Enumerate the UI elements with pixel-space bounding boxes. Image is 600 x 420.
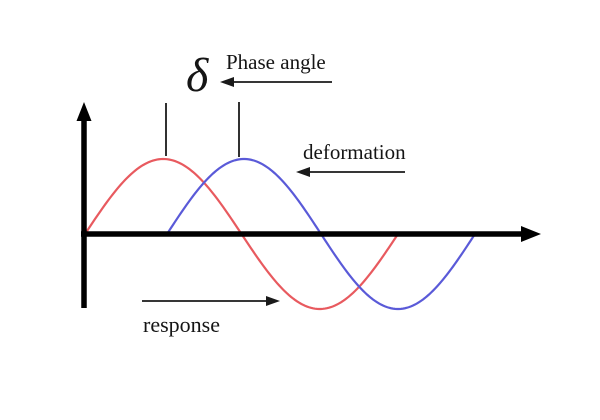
delta-symbol: δ bbox=[186, 49, 209, 102]
y-axis-arrowhead bbox=[76, 102, 92, 121]
response-label: response bbox=[143, 312, 220, 337]
deformation-label: deformation bbox=[303, 140, 406, 164]
deformation-arrow-head bbox=[296, 167, 310, 177]
phase-angle-label: Phase angle bbox=[226, 50, 326, 74]
response-arrow-head bbox=[266, 296, 280, 306]
x-axis-arrowhead bbox=[521, 226, 541, 242]
phase-angle-arrow-head bbox=[220, 77, 234, 87]
